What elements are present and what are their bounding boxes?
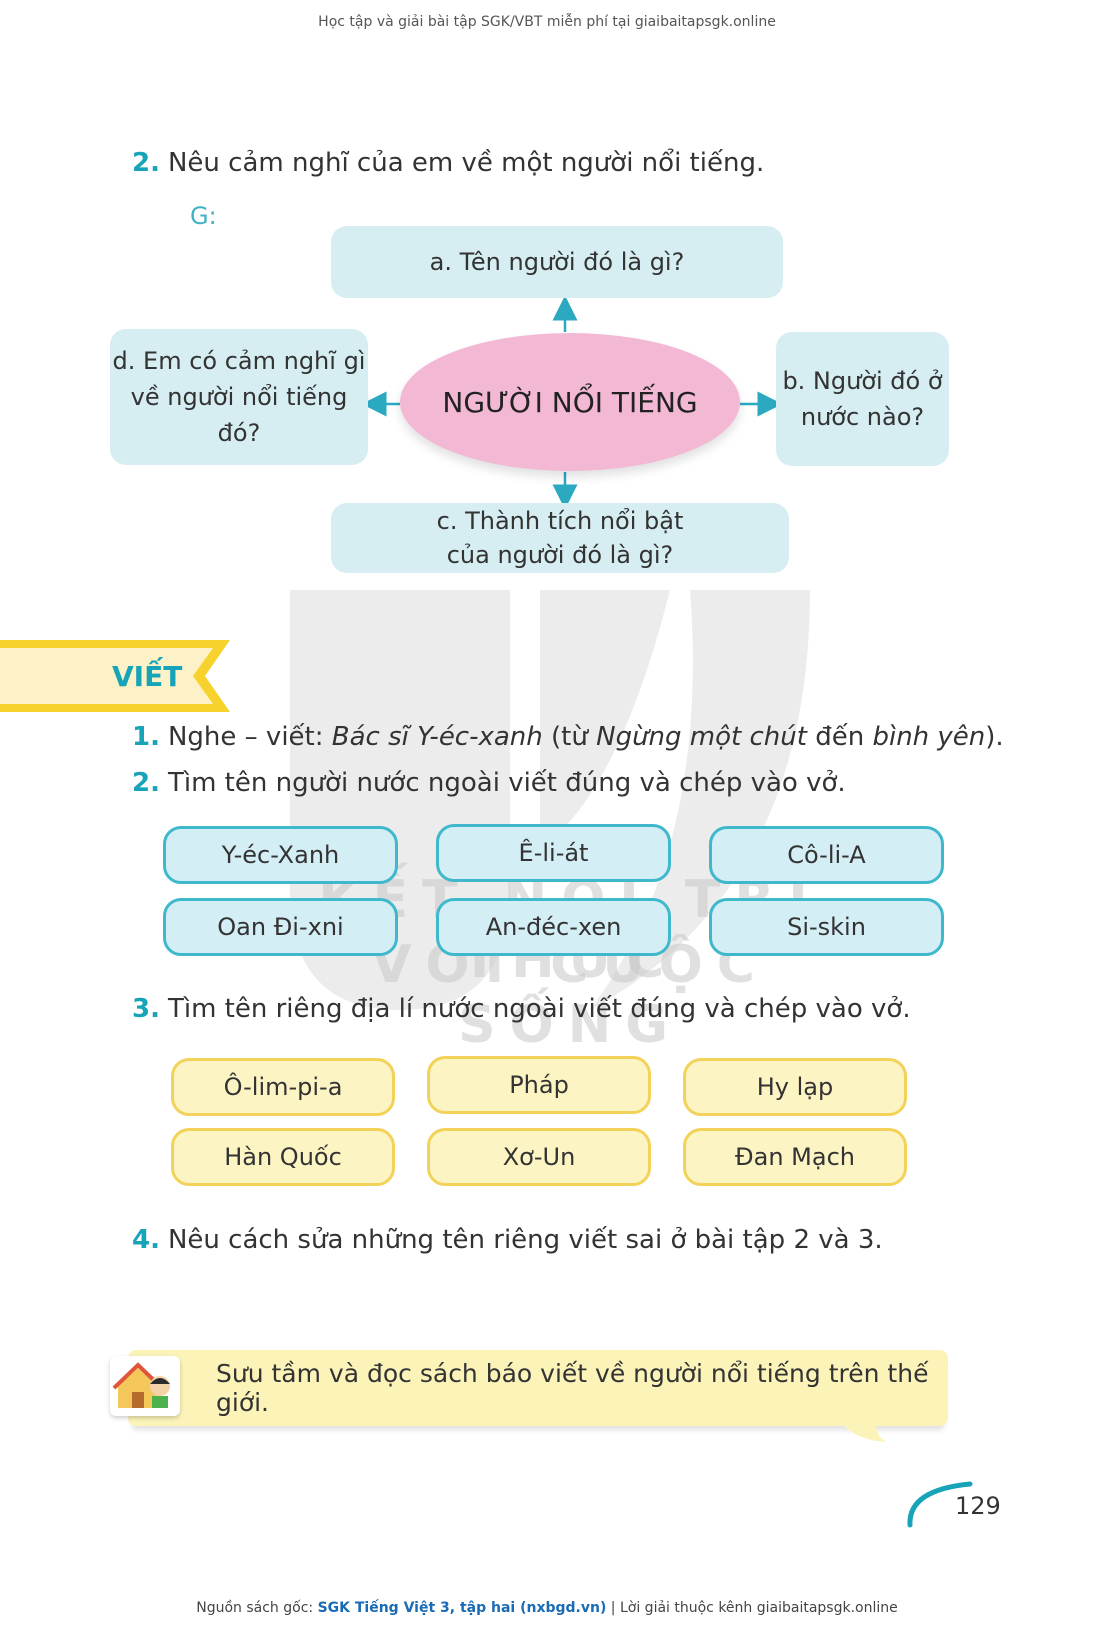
home-activity-box: Sưu tầm và đọc sách báo viết về người nổ… bbox=[128, 1350, 948, 1426]
mindmap-center: NGƯỜI NỔI TIẾNG bbox=[400, 333, 740, 471]
page-number: 129 bbox=[955, 1492, 1001, 1520]
home-activity-icon bbox=[110, 1356, 180, 1416]
footer-suffix: | Lời giải thuộc kênh giaibaitapsgk.onli… bbox=[606, 1600, 898, 1616]
task-1-to-word: đến bbox=[806, 722, 873, 752]
place-option: Ô-lim-pi-a bbox=[171, 1058, 395, 1116]
node-c-line-2: của người đó là gì? bbox=[446, 541, 674, 569]
task-number: 1. bbox=[132, 722, 160, 752]
mindmap-node-b: b. Người đó ở nước nào? bbox=[776, 332, 949, 466]
node-d-line-2: về người nổi tiếng đó? bbox=[130, 383, 348, 447]
write-task-1: 1.Nghe – viết: Bác sĩ Y-éc-xanh (từ Ngừn… bbox=[132, 722, 1004, 752]
home-activity-text: Sưu tầm và đọc sách báo viết về người nổ… bbox=[216, 1359, 929, 1417]
task-1-prefix: Nghe – viết: bbox=[167, 722, 332, 752]
footer-source: SGK Tiếng Việt 3, tập hai (nxbgd.vn) bbox=[317, 1600, 607, 1616]
node-b-line-1: b. Người đó ở bbox=[782, 367, 943, 395]
task-3-text: Tìm tên riêng địa lí nước ngoài viết đún… bbox=[167, 994, 911, 1024]
name-option: An-đéc-xen bbox=[436, 898, 671, 956]
task-2-text: Tìm tên người nước ngoài viết đúng và ch… bbox=[167, 768, 846, 798]
name-option: Cô-li-A bbox=[709, 826, 944, 884]
task-number: 2. bbox=[132, 148, 160, 178]
name-option: Si-skin bbox=[709, 898, 944, 956]
task-1-mid: (từ bbox=[542, 722, 597, 752]
page-number-swoosh bbox=[907, 1481, 973, 1528]
mindmap-node-d: d. Em có cảm nghĩ gì về người nổi tiếng … bbox=[110, 329, 368, 465]
footer-note: Nguồn sách gốc: SGK Tiếng Việt 3, tập ha… bbox=[0, 1600, 1094, 1616]
place-option: Pháp bbox=[427, 1056, 651, 1114]
task-1-end: bình yên bbox=[872, 722, 986, 752]
mindmap-node-a: a. Tên người đó là gì? bbox=[331, 226, 783, 298]
place-option: Hy lạp bbox=[683, 1058, 907, 1116]
node-c-line-1: c. Thành tích nổi bật bbox=[436, 507, 684, 535]
section-banner bbox=[0, 640, 230, 712]
task-text: Nêu cảm nghĩ của em về một người nổi tiế… bbox=[167, 148, 765, 178]
name-option: Ê-li-át bbox=[436, 824, 671, 882]
node-b-line-2: nước nào? bbox=[800, 403, 925, 431]
section-title: VIẾT bbox=[112, 660, 183, 693]
footer-prefix: Nguồn sách gốc: bbox=[196, 1600, 318, 1616]
mindmap-arrows bbox=[361, 295, 783, 510]
place-option: Xơ-Un bbox=[427, 1128, 651, 1186]
node-d-line-1: d. Em có cảm nghĩ gì bbox=[112, 347, 366, 375]
name-option: Y-éc-Xanh bbox=[163, 826, 398, 884]
task-1-title: Bác sĩ Y-éc-xanh bbox=[331, 722, 543, 752]
speech-tail bbox=[838, 1418, 886, 1442]
task-1-from: Ngừng một chút bbox=[596, 722, 807, 752]
header-note: Học tập và giải bài tập SGK/VBT miễn phí… bbox=[318, 14, 776, 30]
guide-label: G: bbox=[190, 202, 217, 230]
task-4-text: Nêu cách sửa những tên riêng viết sai ở … bbox=[167, 1225, 883, 1255]
task-2-question: 2.Nêu cảm nghĩ của em về một người nổi t… bbox=[132, 148, 764, 178]
task-number: 2. bbox=[132, 768, 160, 798]
mindmap-node-c: c. Thành tích nổi bật của người đó là gì… bbox=[331, 503, 789, 573]
task-number: 4. bbox=[132, 1225, 160, 1255]
task-1-close: ). bbox=[985, 722, 1004, 752]
write-task-2: 2.Tìm tên người nước ngoài viết đúng và … bbox=[132, 768, 846, 798]
name-option: Oan Đi-xni bbox=[163, 898, 398, 956]
write-task-4: 4.Nêu cách sửa những tên riêng viết sai … bbox=[132, 1225, 883, 1255]
place-option: Hàn Quốc bbox=[171, 1128, 395, 1186]
place-option: Đan Mạch bbox=[683, 1128, 907, 1186]
write-task-3: 3.Tìm tên riêng địa lí nước ngoài viết đ… bbox=[132, 994, 911, 1024]
task-number: 3. bbox=[132, 994, 160, 1024]
